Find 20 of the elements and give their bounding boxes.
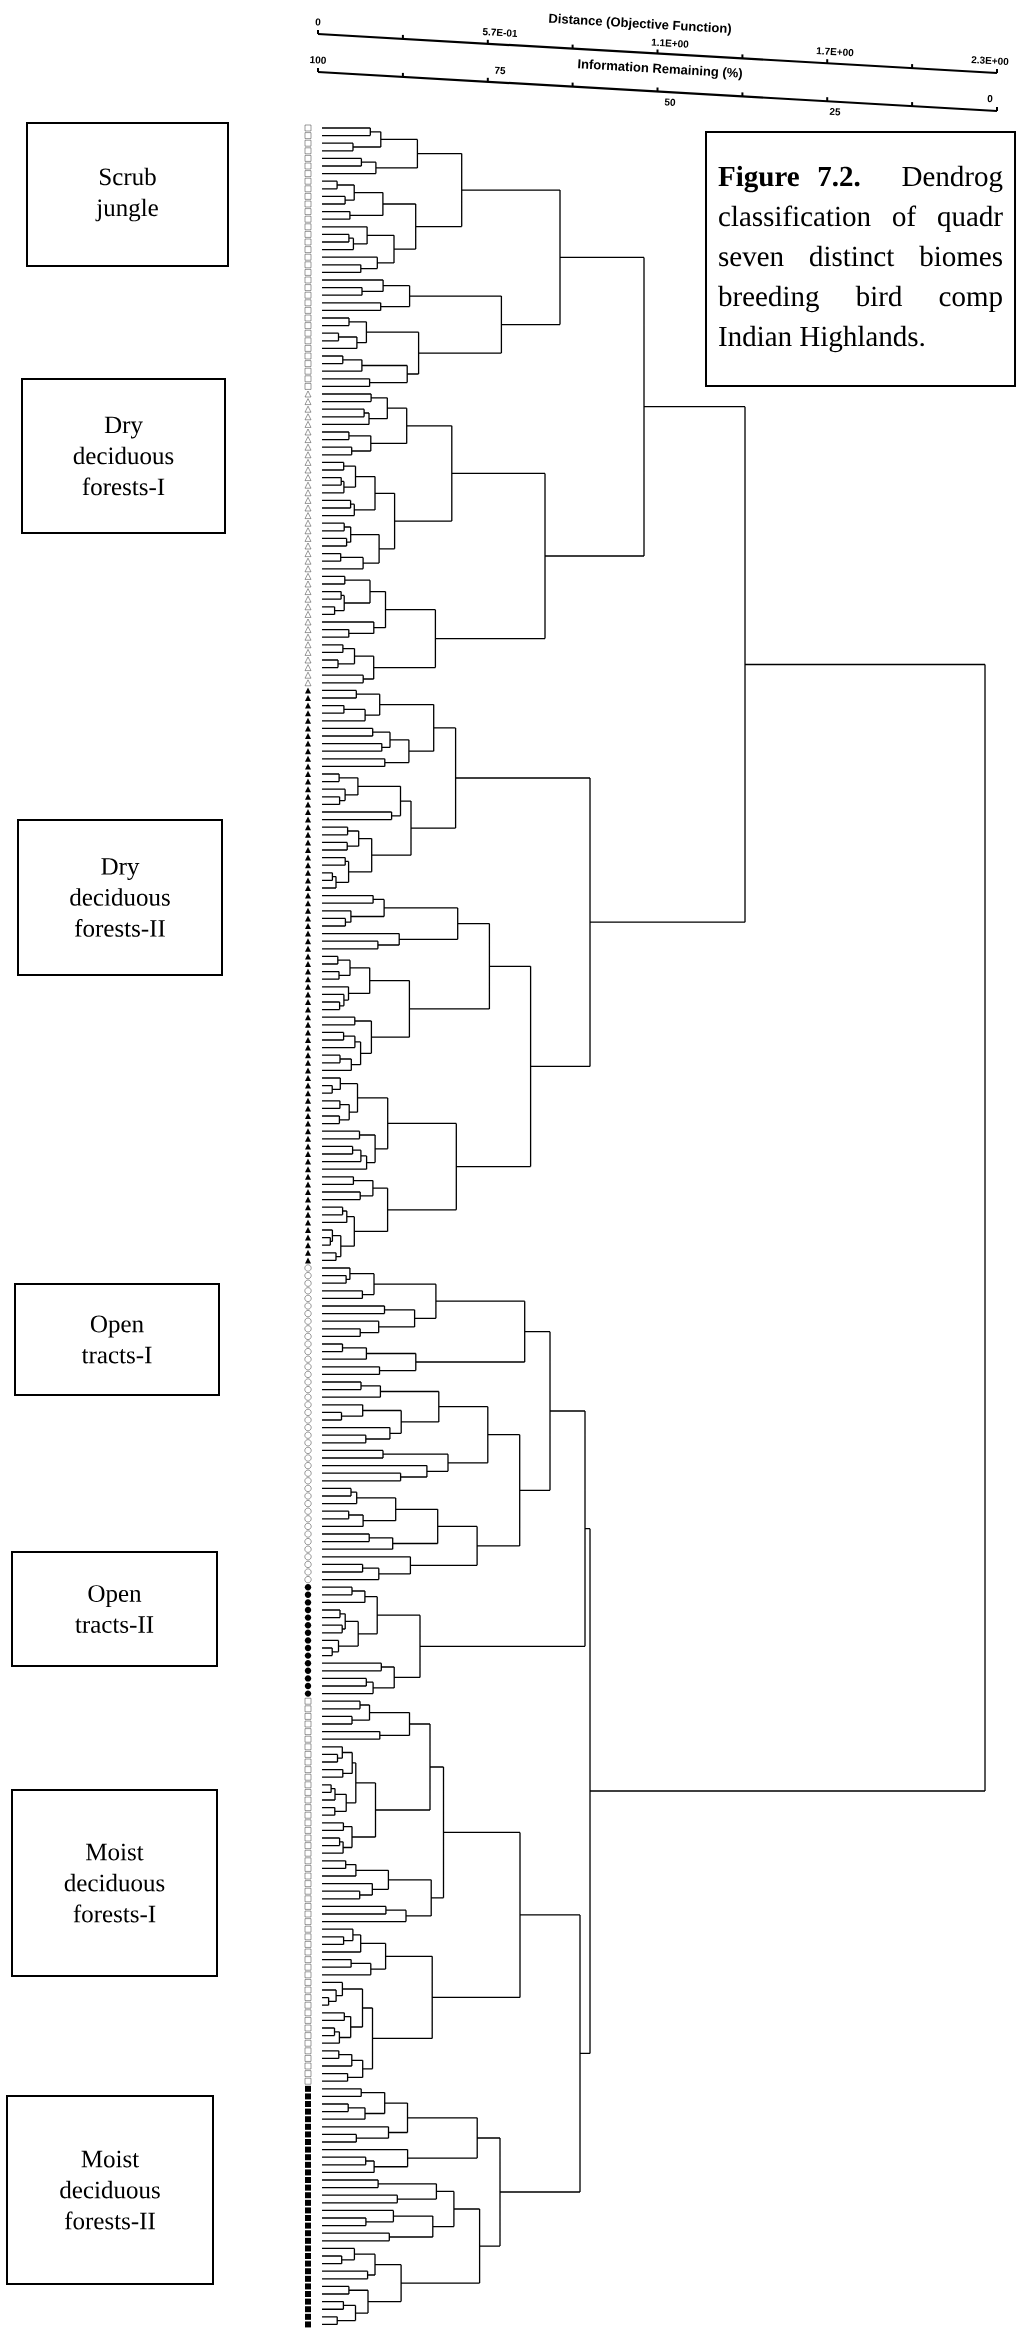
- tick-label: 0: [987, 95, 993, 103]
- biome-box: Moist deciduous forests-II: [6, 2095, 214, 2286]
- tick-label: 1.7E+00: [816, 47, 854, 57]
- tick-label: 1.1E+00: [651, 38, 689, 48]
- axis-title: Information Remaining (%): [578, 59, 742, 81]
- tick-label: 50: [664, 98, 676, 106]
- biome-box: Open tracts-II: [11, 1551, 218, 1667]
- tick-label: 2.3E+00: [971, 56, 1009, 66]
- tick-label: 75: [495, 66, 506, 75]
- biome-box: Dry deciduous forests-I: [21, 378, 226, 534]
- biome-box: Dry deciduous forests-II: [17, 819, 223, 976]
- caption-box: Figure 7.2. Dendrog classification of quadr seven distinct biomes breeding bird comp Indian Highlands.: [705, 131, 1016, 387]
- tick-label: 0: [315, 18, 321, 26]
- tick-label: 5.7E-01: [482, 28, 518, 37]
- biome-box: Moist deciduous forests-I: [11, 1789, 218, 1977]
- biome-box: Scrub jungle: [26, 122, 229, 267]
- tick-label: 25: [829, 108, 841, 116]
- biome-box: Open tracts-I: [14, 1283, 220, 1396]
- tick-label: 100: [310, 56, 326, 64]
- axis-title: Distance (Objective Function): [549, 13, 731, 36]
